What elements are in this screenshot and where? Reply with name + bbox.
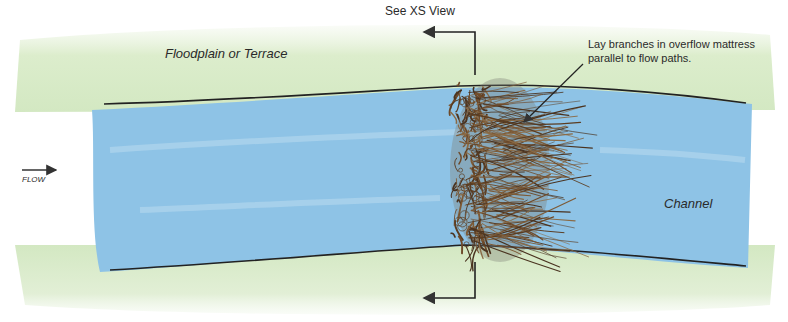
branch-stroke <box>482 86 490 90</box>
branch-knot <box>471 153 480 162</box>
branch-stroke <box>468 82 527 96</box>
branch-stroke <box>488 139 553 151</box>
flow-label: FLOW <box>22 175 45 185</box>
branch-stroke <box>491 237 573 250</box>
branch-knot <box>475 231 480 236</box>
branch-stroke <box>487 202 523 212</box>
section-label: See XS View <box>385 4 455 19</box>
branch-knot <box>469 136 474 141</box>
branch-stroke <box>451 100 459 109</box>
branch-knot <box>464 242 469 247</box>
branch-stroke <box>484 92 556 98</box>
branch-knot <box>459 168 463 172</box>
bottom-bank-line <box>110 245 746 270</box>
branch-knot <box>458 222 467 231</box>
branch-stroke <box>471 114 541 134</box>
branch-stroke <box>453 183 457 190</box>
branch-stroke <box>480 171 518 184</box>
leader-line <box>524 64 583 122</box>
branch-stroke <box>469 120 514 142</box>
branch-stroke <box>500 101 580 114</box>
branch-stroke <box>499 106 585 130</box>
branch-stroke <box>485 86 545 106</box>
branch-knot <box>469 176 477 184</box>
branch-stroke <box>489 187 557 190</box>
branch-stroke <box>477 158 548 179</box>
branch-knot <box>464 190 472 198</box>
branch-stroke <box>475 101 563 110</box>
branch-stroke <box>499 217 554 237</box>
branch-knot <box>479 97 486 104</box>
branch-stroke <box>459 153 461 165</box>
branch-stroke <box>492 169 566 172</box>
branch-stroke <box>498 236 538 244</box>
branch-knot <box>478 233 484 239</box>
branch-stroke <box>493 134 534 145</box>
channel-water <box>92 87 752 272</box>
branch-stroke <box>477 154 572 163</box>
section-line-bottom <box>424 262 475 298</box>
branch-stroke <box>455 90 462 98</box>
callout-note: Lay branches in overflow mattress parall… <box>588 38 780 66</box>
region-label: Channel <box>664 196 712 212</box>
branch-stroke <box>466 246 472 271</box>
branch-knot <box>479 197 487 205</box>
branch-knot <box>455 217 464 226</box>
branch-stroke <box>457 83 459 86</box>
branch-knot <box>471 144 476 149</box>
branch-knot <box>478 149 486 157</box>
branch-stroke <box>469 91 519 93</box>
branch-stroke <box>504 148 590 187</box>
branch-knot <box>459 174 464 179</box>
branch-stroke <box>458 115 459 119</box>
branch-stroke <box>477 127 567 138</box>
branch-knot <box>470 118 479 127</box>
branch-stroke <box>473 246 480 271</box>
branch-stroke <box>479 207 535 229</box>
section-line-top <box>424 32 475 75</box>
branch-stroke <box>486 198 575 238</box>
branch-stroke <box>476 92 563 98</box>
branch-knot <box>469 110 474 115</box>
branch-stroke <box>503 143 574 159</box>
branch-stroke <box>474 241 560 272</box>
branch-mattress <box>449 82 597 271</box>
branch-knot <box>467 99 475 107</box>
branch-knot <box>466 191 473 198</box>
branch-stroke <box>482 223 547 251</box>
flow-arrow <box>22 169 56 170</box>
branch-stroke <box>469 150 513 159</box>
branch-stroke <box>455 158 458 171</box>
branch-stroke <box>460 142 465 147</box>
branch-knot <box>460 211 469 220</box>
branch-knot <box>477 184 487 194</box>
branch-knot <box>460 180 468 188</box>
branch-stroke <box>466 177 561 205</box>
branch-stroke <box>451 112 457 123</box>
branch-stroke <box>472 182 541 196</box>
branch-knot <box>473 160 480 167</box>
branch-stroke <box>459 236 462 253</box>
water-highlight <box>110 132 745 210</box>
branch-stroke <box>470 118 524 128</box>
top-bank-line <box>104 85 746 104</box>
branch-knot <box>474 108 480 114</box>
region-label: Floodplain or Terrace <box>165 46 287 62</box>
branch-stroke <box>451 233 455 237</box>
